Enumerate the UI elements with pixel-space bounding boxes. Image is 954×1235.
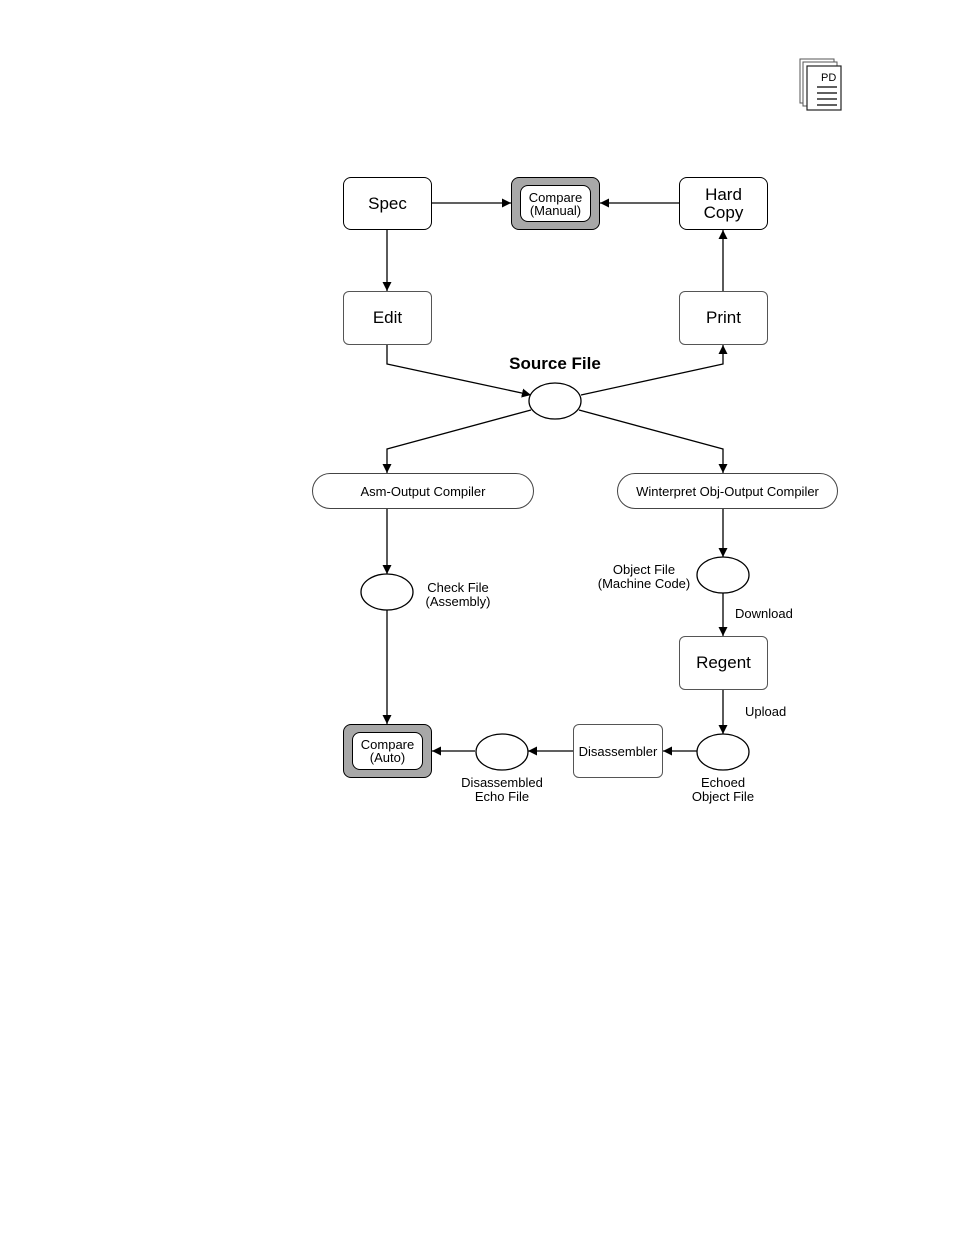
hard-copy-box: Hard Copy — [679, 177, 768, 230]
arrow-source-to-winterpret — [579, 410, 723, 473]
compare-manual-box: Compare (Manual) — [511, 177, 600, 230]
edit-label: Edit — [373, 309, 402, 327]
source-file-title: Source File — [480, 357, 630, 371]
disassembled-echo-file-node — [476, 734, 528, 770]
winterpret-compiler-label: Winterpret Obj-Output Compiler — [636, 484, 819, 499]
pdf-icon-text: PD — [821, 72, 836, 84]
check-file-node — [361, 574, 413, 610]
spec-label: Spec — [368, 195, 407, 213]
source-file-node — [529, 383, 581, 419]
print-box: Print — [679, 291, 768, 345]
echoed-object-file-label: Echoed Object File — [683, 776, 763, 804]
winterpret-compiler-box: Winterpret Obj-Output Compiler — [617, 473, 838, 509]
regent-label: Regent — [696, 654, 751, 672]
asm-output-compiler-box: Asm-Output Compiler — [312, 473, 534, 509]
compare-auto-label: Compare (Auto) — [352, 732, 423, 770]
hard-copy-label: Hard Copy — [704, 186, 744, 222]
disassembled-echo-file-label: Disassembled Echo File — [452, 776, 552, 804]
echoed-object-file-node — [697, 734, 749, 770]
download-label: Download — [735, 607, 801, 621]
pdf-document-icon: PD — [799, 58, 843, 112]
disassembler-box: Disassembler — [573, 724, 663, 778]
disassembler-label: Disassembler — [579, 744, 658, 759]
object-file-label: Object File (Machine Code) — [592, 563, 696, 591]
compare-auto-box: Compare (Auto) — [343, 724, 432, 778]
object-file-node — [697, 557, 749, 593]
compare-manual-label: Compare (Manual) — [520, 185, 591, 222]
check-file-label: Check File (Assembly) — [415, 581, 501, 609]
upload-label: Upload — [745, 705, 795, 719]
print-label: Print — [706, 309, 741, 327]
asm-output-compiler-label: Asm-Output Compiler — [361, 484, 486, 499]
spec-box: Spec — [343, 177, 432, 230]
edit-box: Edit — [343, 291, 432, 345]
arrow-source-to-asm — [387, 410, 531, 473]
regent-box: Regent — [679, 636, 768, 690]
